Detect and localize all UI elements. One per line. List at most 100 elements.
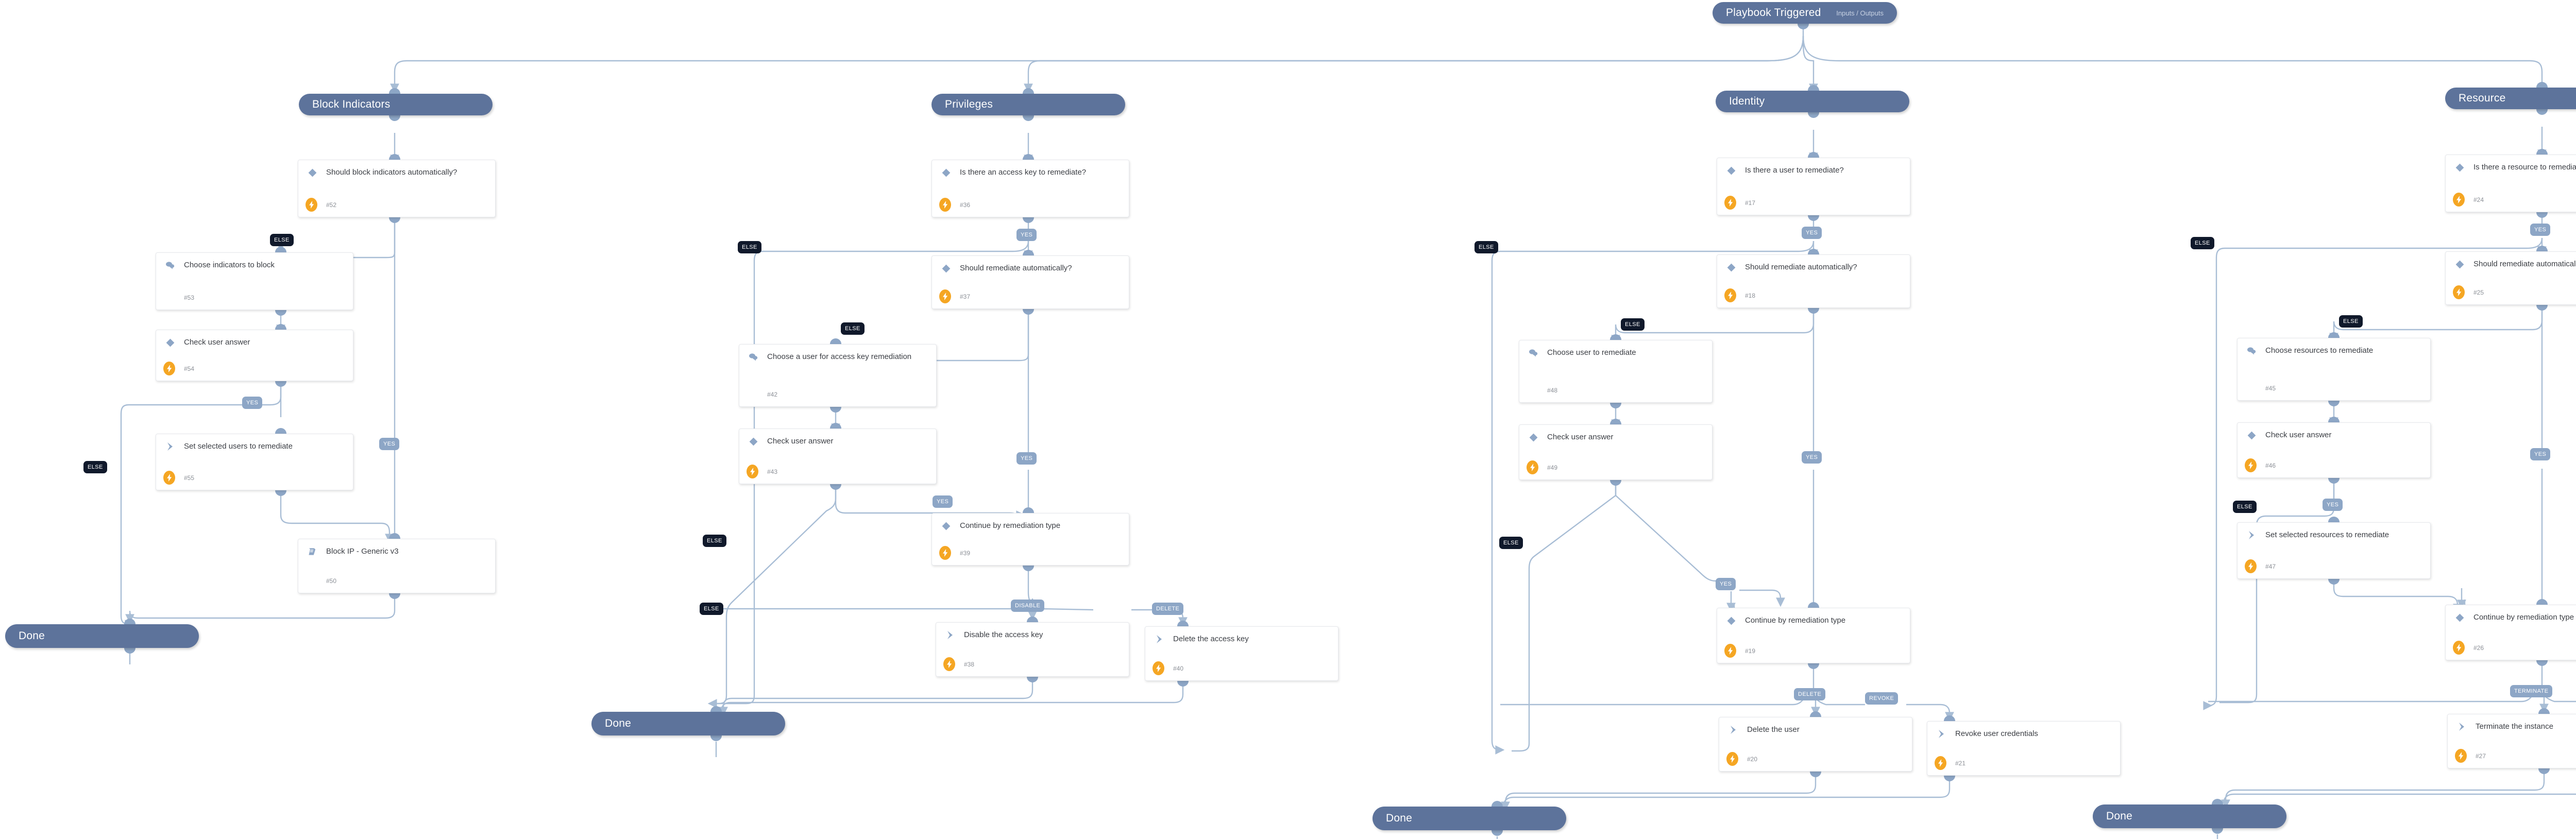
edge-label-else[interactable]: ELSE — [270, 234, 294, 246]
task-id: #38 — [964, 660, 975, 668]
task-card[interactable]: Continue by remediation type #26 — [2445, 605, 2576, 660]
edge-label-else[interactable]: ELSE — [700, 603, 723, 615]
task-label: Disable the access key — [964, 630, 1043, 639]
task-card[interactable]: Is there a user to remediate? #17 — [1717, 158, 1910, 215]
section-node-resource[interactable]: Resource — [2445, 88, 2576, 109]
task-id: #21 — [1955, 759, 1966, 767]
task-card[interactable]: Delete the access key #40 — [1145, 626, 1338, 681]
port — [1610, 403, 1621, 408]
done-node-2[interactable]: Done — [591, 712, 785, 735]
trigger-inputs-outputs[interactable]: Inputs / Outputs — [1836, 9, 1884, 17]
task-id: #40 — [1173, 664, 1184, 672]
edge-label-yes[interactable]: YES — [2530, 448, 2551, 460]
automation-bolt-icon — [939, 546, 951, 560]
port — [830, 338, 841, 344]
task-card[interactable]: Terminate the instance #27 — [2447, 714, 2576, 768]
done-node-4[interactable]: Done — [2093, 804, 2286, 828]
port — [1492, 801, 1503, 807]
task-id: #25 — [2473, 288, 2484, 296]
task-label: Check user answer — [1547, 433, 1614, 441]
task-card[interactable]: Check user answer #46 — [2237, 422, 2431, 478]
automation-bolt-icon — [163, 362, 175, 375]
section-node-block-indicators[interactable]: Block Indicators — [299, 94, 493, 115]
chevron-right-icon — [1726, 724, 1740, 735]
task-card[interactable]: Set selected users to remediate #55 — [156, 434, 353, 490]
task-card[interactable]: Continue by remediation type #39 — [931, 513, 1129, 566]
edge-label-yes[interactable]: YES — [242, 397, 263, 409]
edge-label-else[interactable]: ELSE — [1499, 537, 1523, 549]
task-card[interactable]: Is there a resource to remediate? #24 — [2445, 155, 2576, 212]
task-card[interactable]: Choose indicators to block #53 — [156, 252, 353, 310]
edge-label-else[interactable]: ELSE — [703, 535, 726, 547]
task-id: #42 — [767, 390, 778, 398]
automation-bolt-icon — [1726, 752, 1738, 766]
edge-label-disable[interactable]: DISABLE — [1011, 600, 1045, 612]
edge-label-yes[interactable]: YES — [2530, 224, 2551, 236]
done-label: Done — [1386, 812, 1413, 824]
edge-label-else[interactable]: ELSE — [738, 241, 761, 253]
task-label: Continue by remediation type — [1745, 616, 1846, 625]
chat-bubble-icon — [1527, 347, 1540, 358]
edge-label-else[interactable]: ELSE — [2233, 501, 2257, 513]
edge-label-yes[interactable]: YES — [2323, 499, 2343, 511]
port — [2538, 768, 2550, 774]
edge-label-yes[interactable]: YES — [1016, 229, 1037, 241]
task-card[interactable]: Revoke user credentials #21 — [1927, 721, 2121, 776]
task-card[interactable]: Block IP - Generic v3 #50 — [298, 539, 496, 593]
edge-label-delete[interactable]: DELETE — [1794, 688, 1826, 700]
port — [1027, 617, 1038, 622]
edge-label-yes[interactable]: YES — [1716, 578, 1736, 590]
port — [710, 706, 722, 712]
task-label: Choose indicators to block — [184, 261, 275, 269]
edge-label-yes[interactable]: YES — [933, 495, 953, 508]
task-card[interactable]: Is there an access key to remediate? #36 — [931, 160, 1129, 217]
task-card[interactable]: Set selected resources to remediate #47 — [2237, 522, 2431, 579]
port — [1027, 677, 1038, 682]
task-card[interactable]: Should remediate automatically? #25 — [2445, 251, 2576, 305]
edge-label-else[interactable]: ELSE — [1475, 241, 1498, 253]
edge-label-yes[interactable]: YES — [1016, 452, 1037, 465]
edge-label-delete[interactable]: DELETE — [1152, 603, 1184, 615]
task-card[interactable]: Check user answer #49 — [1519, 424, 1713, 480]
task-card[interactable]: Choose user to remediate #48 — [1519, 340, 1713, 403]
task-label: Revoke user credentials — [1955, 729, 2038, 738]
task-card[interactable]: Delete the user #20 — [1719, 717, 1912, 772]
port — [830, 407, 841, 413]
task-card[interactable]: Disable the access key #38 — [936, 622, 1129, 677]
port — [1808, 215, 1819, 221]
task-card[interactable]: Should block indicators automatically? #… — [298, 160, 496, 217]
edge-label-else[interactable]: ELSE — [841, 322, 865, 335]
task-label: Choose a user for access key remediation — [767, 352, 912, 361]
edge-label-terminate[interactable]: TERMINATE — [2510, 685, 2553, 697]
edge-label-yes[interactable]: YES — [1802, 451, 1822, 464]
edge-label-yes[interactable]: YES — [379, 438, 400, 450]
task-id: #49 — [1547, 464, 1558, 471]
chevron-right-icon — [2455, 721, 2468, 732]
condition-diamond-icon — [939, 520, 953, 532]
done-node-1[interactable]: Done — [5, 624, 199, 648]
task-card[interactable]: Check user answer #54 — [156, 330, 353, 381]
task-card[interactable]: Continue by remediation type #19 — [1717, 608, 1910, 663]
task-card[interactable]: Check user answer #43 — [739, 429, 937, 484]
task-card[interactable]: Should remediate automatically? #37 — [931, 255, 1129, 309]
port — [1808, 85, 1819, 91]
section-node-identity[interactable]: Identity — [1716, 91, 1909, 112]
port — [275, 490, 286, 496]
edge-label-else[interactable]: ELSE — [2339, 315, 2363, 328]
task-label: Set selected users to remediate — [184, 442, 293, 451]
task-card[interactable]: Choose a user for access key remediation… — [739, 344, 937, 407]
edge-label-else[interactable]: ELSE — [2191, 237, 2214, 249]
port — [2536, 246, 2548, 251]
trigger-node[interactable]: Playbook Triggered Inputs / Outputs — [1713, 2, 1897, 24]
port — [1610, 419, 1621, 424]
edge-label-else[interactable]: ELSE — [1621, 318, 1645, 331]
edge-label-yes[interactable]: YES — [1802, 227, 1822, 239]
task-card[interactable]: Should remediate automatically? #18 — [1717, 254, 1910, 308]
done-node-3[interactable]: Done — [1372, 807, 1566, 830]
section-node-privileges[interactable]: Privileges — [931, 94, 1125, 115]
chevron-right-icon — [2245, 529, 2258, 541]
edge-label-revoke[interactable]: REVOKE — [1865, 692, 1899, 705]
task-card[interactable]: Choose resources to remediate #45 — [2237, 338, 2431, 401]
edge-label-else[interactable]: ELSE — [83, 461, 107, 473]
